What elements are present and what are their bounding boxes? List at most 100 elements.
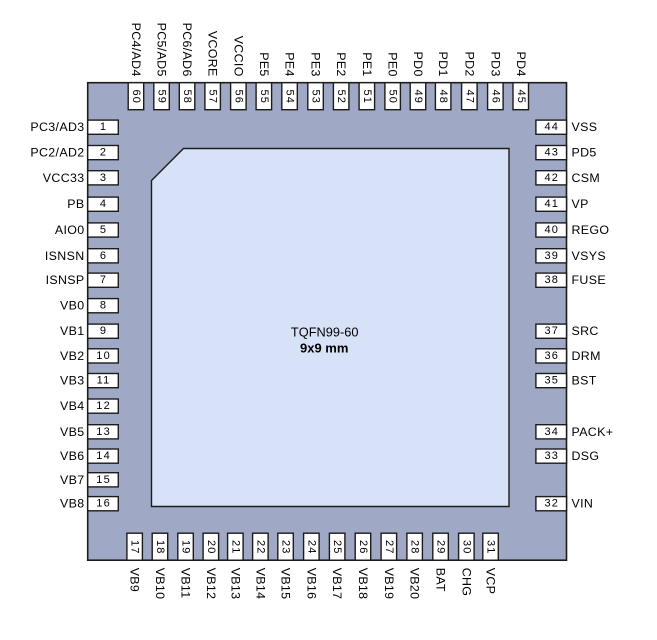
svg-text:30: 30	[460, 540, 472, 555]
svg-text:DRM: DRM	[572, 349, 601, 363]
svg-text:VB19: VB19	[382, 568, 396, 600]
svg-text:TQFN99-60: TQFN99-60	[291, 325, 359, 339]
svg-text:DSG: DSG	[572, 449, 600, 463]
svg-text:35: 35	[544, 375, 559, 387]
svg-text:12: 12	[96, 400, 111, 412]
svg-text:9x9 mm: 9x9 mm	[300, 342, 348, 356]
svg-text:VB14: VB14	[253, 568, 267, 600]
svg-text:VB0: VB0	[60, 299, 84, 313]
svg-text:PE0: PE0	[386, 52, 400, 76]
svg-text:PC2/AD2: PC2/AD2	[30, 146, 84, 160]
svg-text:2: 2	[100, 147, 107, 159]
svg-text:VB20: VB20	[408, 568, 422, 600]
svg-text:13: 13	[96, 426, 111, 438]
svg-text:57: 57	[207, 89, 219, 104]
svg-text:15: 15	[96, 474, 111, 486]
svg-text:53: 53	[310, 89, 322, 104]
svg-text:32: 32	[544, 498, 559, 510]
svg-text:25: 25	[331, 540, 343, 555]
svg-text:43: 43	[544, 147, 559, 159]
svg-text:PD3: PD3	[488, 52, 502, 77]
svg-text:PC4/AD4: PC4/AD4	[129, 23, 143, 77]
svg-text:56: 56	[232, 89, 244, 104]
svg-text:VB7: VB7	[60, 473, 84, 487]
svg-text:VCCIO: VCCIO	[231, 36, 245, 77]
svg-text:PE2: PE2	[334, 52, 348, 76]
svg-text:VCP: VCP	[484, 568, 498, 595]
svg-text:39: 39	[544, 250, 559, 262]
svg-text:55: 55	[258, 89, 270, 104]
svg-text:29: 29	[435, 540, 447, 555]
svg-text:4: 4	[100, 198, 107, 210]
svg-text:40: 40	[544, 224, 559, 236]
svg-text:34: 34	[544, 426, 559, 438]
svg-text:VCC33: VCC33	[43, 171, 85, 185]
svg-text:8: 8	[100, 300, 107, 312]
svg-text:22: 22	[254, 540, 266, 555]
svg-text:CHG: CHG	[459, 568, 473, 597]
svg-text:47: 47	[463, 89, 475, 104]
svg-text:PC6/AD6: PC6/AD6	[180, 23, 194, 77]
svg-text:49: 49	[412, 89, 424, 104]
svg-text:BST: BST	[572, 374, 597, 388]
svg-text:VB1: VB1	[60, 324, 84, 338]
svg-text:38: 38	[544, 274, 559, 286]
svg-text:VB9: VB9	[128, 568, 142, 592]
svg-text:AIO0: AIO0	[55, 223, 85, 237]
svg-text:VB10: VB10	[153, 568, 167, 600]
svg-text:23: 23	[280, 540, 292, 555]
svg-text:ISNSP: ISNSP	[46, 273, 85, 287]
svg-text:42: 42	[544, 172, 559, 184]
svg-text:VB17: VB17	[330, 568, 344, 600]
svg-text:PE3: PE3	[309, 52, 323, 76]
svg-text:PD4: PD4	[514, 52, 528, 77]
svg-text:PE5: PE5	[257, 52, 271, 76]
svg-text:5: 5	[100, 224, 107, 236]
svg-text:58: 58	[181, 89, 193, 104]
svg-text:1: 1	[100, 121, 107, 133]
svg-text:31: 31	[485, 540, 497, 555]
svg-text:37: 37	[544, 325, 559, 337]
svg-text:20: 20	[205, 540, 217, 555]
svg-text:VCORE: VCORE	[206, 31, 220, 77]
svg-text:11: 11	[97, 375, 111, 387]
svg-text:36: 36	[544, 350, 559, 362]
svg-text:54: 54	[284, 89, 296, 104]
svg-text:PD0: PD0	[411, 52, 425, 77]
svg-text:3: 3	[100, 172, 107, 184]
svg-text:CSM: CSM	[572, 171, 601, 185]
svg-text:PD5: PD5	[572, 146, 597, 160]
svg-text:10: 10	[96, 350, 111, 362]
svg-text:REGO: REGO	[572, 223, 610, 237]
svg-text:PB: PB	[67, 197, 84, 211]
svg-text:PE1: PE1	[360, 52, 374, 76]
svg-text:VB15: VB15	[279, 568, 293, 600]
svg-text:VB5: VB5	[60, 425, 84, 439]
svg-text:PC3/AD3: PC3/AD3	[30, 120, 84, 134]
svg-text:60: 60	[130, 89, 142, 104]
svg-text:33: 33	[544, 450, 559, 462]
svg-text:VB11: VB11	[179, 568, 193, 599]
svg-text:VB6: VB6	[60, 449, 84, 463]
svg-text:9: 9	[100, 325, 107, 337]
svg-text:48: 48	[437, 89, 449, 104]
svg-text:VB3: VB3	[60, 374, 84, 388]
svg-text:24: 24	[305, 540, 317, 555]
svg-text:VB13: VB13	[228, 568, 242, 600]
svg-text:59: 59	[156, 89, 168, 104]
svg-text:VB4: VB4	[60, 399, 84, 413]
svg-text:21: 21	[229, 540, 241, 555]
svg-text:6: 6	[100, 250, 107, 262]
svg-text:VIN: VIN	[572, 497, 594, 511]
svg-text:52: 52	[335, 89, 347, 104]
svg-text:VSS: VSS	[572, 120, 598, 134]
svg-text:PD1: PD1	[436, 52, 450, 77]
svg-text:16: 16	[96, 498, 111, 510]
svg-text:BAT: BAT	[434, 568, 448, 592]
svg-text:VB16: VB16	[304, 568, 318, 600]
svg-text:PD2: PD2	[462, 52, 476, 77]
svg-text:17: 17	[129, 540, 141, 555]
svg-text:VB8: VB8	[60, 497, 84, 511]
svg-text:18: 18	[154, 540, 166, 555]
svg-text:51: 51	[361, 89, 373, 104]
